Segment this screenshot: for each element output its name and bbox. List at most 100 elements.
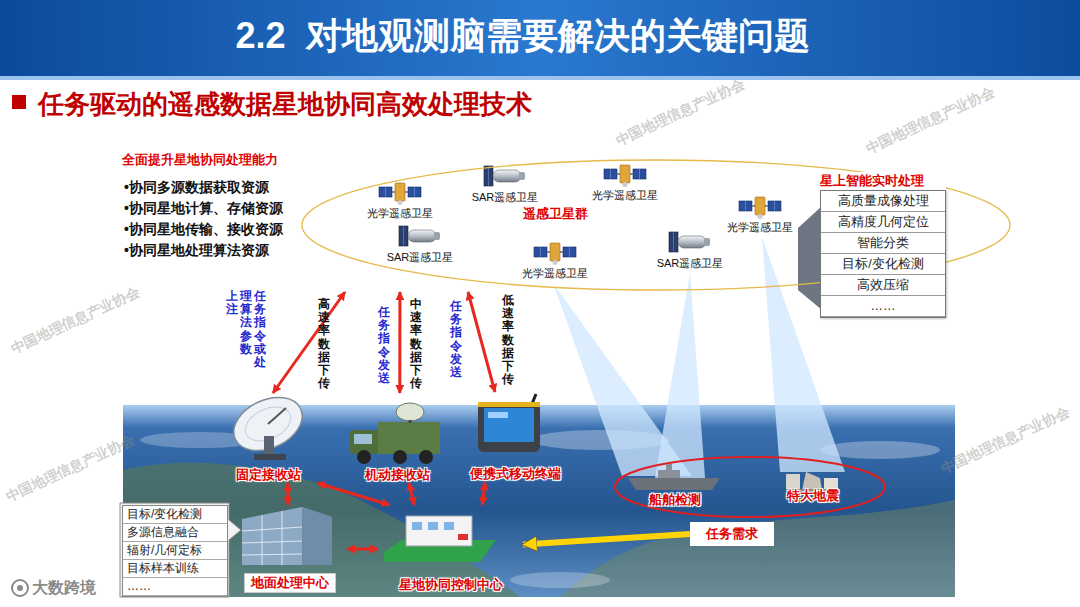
ground-station: 机动接收站	[340, 393, 455, 483]
satellite: SAR遥感卫星	[382, 222, 459, 264]
satellite-icon	[534, 243, 576, 265]
ship-icon	[628, 464, 720, 490]
bullet-item: •协同多源数据获取资源	[124, 178, 269, 196]
ship-icon	[658, 470, 680, 478]
satellite: 光学遥感卫星	[722, 192, 798, 234]
building-icon	[282, 511, 283, 565]
satellite-icon	[379, 183, 421, 205]
satellite: SAR遥感卫星	[467, 162, 544, 204]
table-cell: 高效压缩	[821, 275, 945, 296]
table-cell: 多源信息融合	[123, 524, 227, 542]
control-center-icon	[412, 522, 422, 530]
satellite-label: SAR遥感卫星	[470, 190, 541, 204]
link-arrow	[398, 292, 401, 393]
tablet-icon	[488, 412, 508, 418]
control-center-icon	[428, 522, 438, 530]
section-heading: 全面提升星地协同处理能力	[122, 152, 278, 168]
tablet-icon	[484, 408, 534, 442]
title-banner	[0, 0, 1080, 76]
link-arrow	[409, 483, 414, 505]
list-table: 目标/变化检测多源信息融合辐射/几何定标目标样本训练……	[122, 505, 228, 597]
satellite-label: 光学遥感卫星	[365, 206, 435, 220]
bullet-item: •协同星地处理算法资源	[124, 241, 269, 259]
control-center-icon	[444, 522, 454, 530]
column-wrap: 任务指令或处理算法参数上注	[226, 290, 266, 371]
link-arrow	[273, 292, 345, 393]
logo-icon	[12, 580, 28, 596]
truck-icon	[354, 434, 372, 444]
link-arrow	[482, 482, 485, 505]
link-arrow	[286, 483, 289, 505]
satellite-label: 光学遥感卫星	[725, 220, 795, 234]
ruins-icon	[802, 472, 822, 490]
logo-icon	[12, 580, 28, 596]
station-label: 便携式移动终端	[470, 466, 561, 482]
dish-icon	[264, 436, 274, 456]
uplink-label: 任务指令发送	[378, 306, 390, 385]
link-arrow	[318, 483, 390, 505]
earth-image	[123, 463, 520, 597]
satellite-icon	[399, 226, 440, 246]
logo-text: 大数跨境	[32, 578, 96, 598]
earth-image	[510, 572, 610, 588]
uplink-label: 任务指令发送	[450, 300, 462, 379]
sensor-beam	[655, 273, 705, 478]
slide-title: 2.2 对地观测脑需要解决的关键问题	[0, 14, 1045, 58]
link-arrow	[468, 292, 495, 392]
panel-heading: 星上智能实时处理	[820, 172, 946, 190]
dish-icon	[225, 387, 311, 461]
table-cell: 目标/变化检测	[123, 506, 227, 524]
ground-station: 固定接收站	[213, 393, 323, 483]
truck-icon	[350, 403, 440, 464]
title-banner	[0, 76, 1080, 80]
earth-image	[560, 500, 955, 597]
truck-icon	[409, 420, 412, 423]
target: 船舶检测	[620, 470, 730, 508]
title-banner	[0, 0, 1080, 80]
downlink-label: 高速率数据下传	[318, 298, 330, 390]
satellite: 光学遥感卫星	[587, 160, 663, 202]
ruins-icon	[786, 474, 800, 490]
satellite: 光学遥感卫星	[362, 178, 438, 220]
target-ring	[615, 457, 885, 517]
tablet-icon	[478, 402, 540, 407]
satellite: 光学遥感卫星	[517, 238, 593, 280]
truck-icon	[393, 450, 407, 464]
table-cell: 智能分类	[821, 233, 945, 254]
satellite-label: SAR遥感卫星	[385, 250, 456, 264]
table-cell: ……	[123, 578, 227, 596]
table-cell: 目标样本训练	[123, 560, 227, 578]
ruins-icon	[786, 472, 840, 490]
target-label: 船舶检测	[649, 492, 701, 508]
task-box: 任务需求	[690, 522, 774, 546]
truck-icon	[396, 403, 424, 421]
center-label: 地面处理中心	[244, 573, 336, 593]
station-label: 星地协同控制中心	[399, 577, 503, 593]
station-label: 机动接收站	[365, 467, 430, 483]
table-cell: ……	[821, 296, 945, 317]
link-arrow	[347, 548, 378, 551]
tablet-icon	[478, 394, 540, 452]
bullet-item: •协同星地传输、接收资源	[124, 220, 283, 238]
satellite-icon	[739, 197, 781, 219]
dish-icon	[254, 454, 286, 460]
dish-icon	[225, 387, 311, 461]
target-label: 特大地震	[787, 488, 839, 504]
building-icon	[242, 507, 332, 565]
control-center-icon	[406, 516, 472, 546]
ground-station: 星地协同控制中心	[378, 505, 523, 593]
satellite: SAR遥感卫星	[652, 228, 729, 270]
truck-icon	[378, 422, 440, 454]
task-label: 任务需求	[706, 525, 758, 543]
control-center-icon	[384, 516, 496, 562]
satellite-icon	[379, 165, 781, 265]
onboard-panel: 星上智能实时处理高质量成像处理高精度几何定位智能分类目标/变化检测高效压缩……	[820, 172, 946, 318]
satellite-icon	[484, 166, 525, 186]
table-cell: 目标/变化检测	[821, 254, 945, 275]
ground-station: 便携式移动终端	[455, 392, 575, 482]
list-pointer	[120, 503, 241, 597]
processing-center: 地面处理中心	[232, 505, 347, 593]
downlink-label: 低速率数据下传	[502, 294, 514, 386]
logo-icon	[17, 585, 23, 591]
